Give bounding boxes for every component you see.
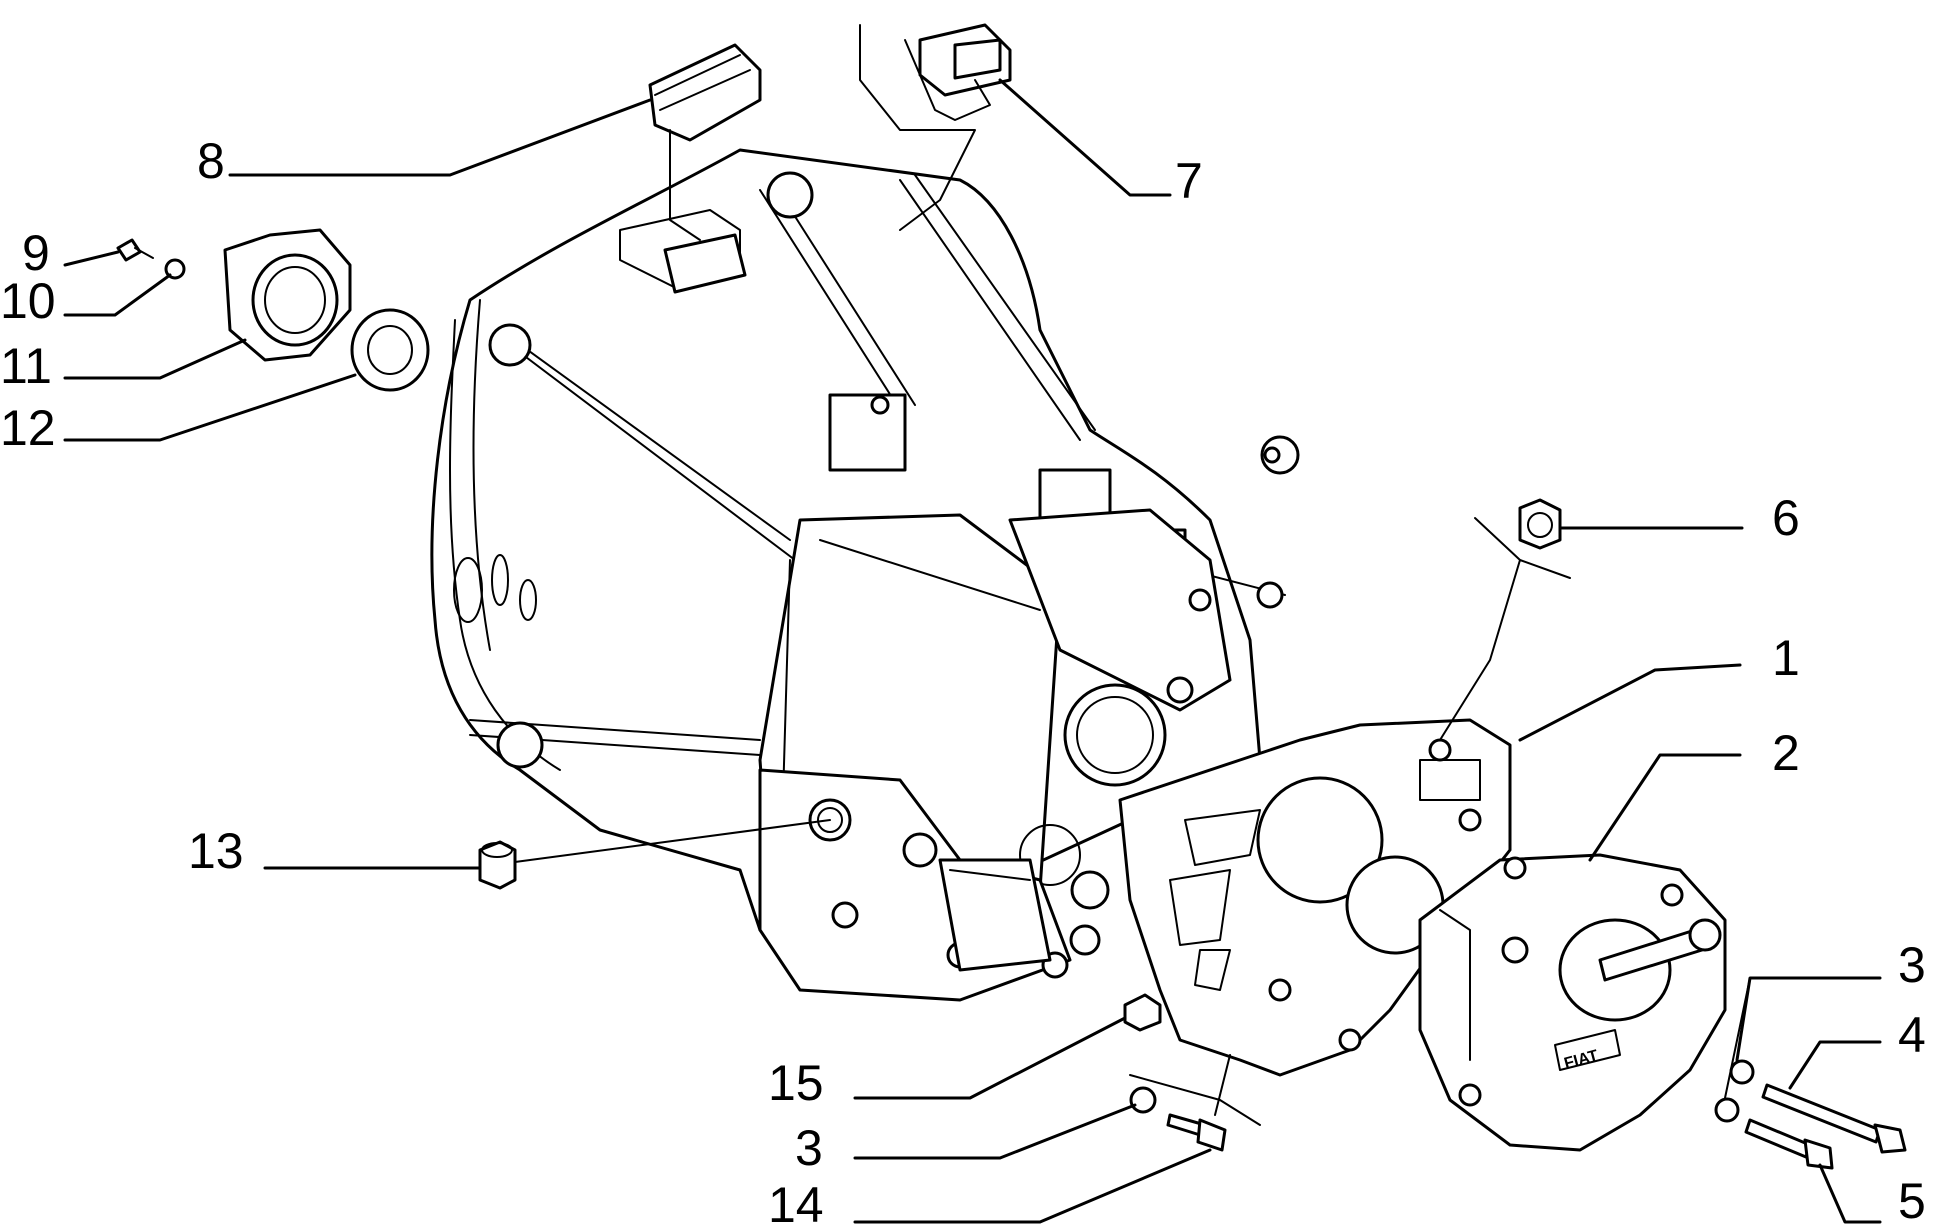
callout-10: 10 (0, 273, 56, 329)
callout-2: 2 (1772, 725, 1800, 781)
callout-7: 7 (1175, 153, 1203, 209)
washer-3-right-a (1729, 1059, 1755, 1085)
callout-1: 1 (1772, 630, 1800, 686)
bolt-5 (1744, 1118, 1834, 1170)
plug-6 (1518, 498, 1562, 550)
callout-11: 11 (0, 338, 52, 394)
callout-4: 4 (1898, 1007, 1926, 1063)
gearbox-housing (430, 148, 1300, 1002)
callout-numbers: 1 2 3 4 5 6 7 8 9 10 11 12 13 15 3 14 (0, 133, 1926, 1226)
plug-13 (478, 840, 517, 890)
oil-seal-12 (350, 308, 430, 392)
callout-5: 5 (1898, 1173, 1926, 1226)
callout-6: 6 (1772, 490, 1800, 546)
callout-3-right: 3 (1898, 937, 1926, 993)
connector-7 (904, 23, 1012, 121)
intermediate-plate (1118, 718, 1512, 1077)
bearing-support-11 (223, 228, 352, 362)
rubber-cap-8 (648, 43, 762, 142)
callout-13: 13 (188, 823, 244, 879)
bolt-14 (1166, 1113, 1227, 1152)
callout-15: 15 (768, 1055, 824, 1111)
washer-3-lower (1129, 1086, 1157, 1114)
washer-10 (164, 258, 186, 280)
callout-3-lower: 3 (795, 1120, 823, 1176)
washer-3-right-b (1714, 1097, 1740, 1123)
plug-15 (1123, 993, 1162, 1032)
bolt-4 (1761, 1083, 1907, 1154)
callout-9: 9 (22, 225, 50, 281)
callout-8: 8 (197, 133, 225, 189)
callout-14: 14 (768, 1177, 824, 1226)
screw-9 (116, 238, 154, 262)
rear-cover: FIAT (1418, 853, 1727, 1152)
leader-lines (63, 24, 1882, 1224)
callout-12: 12 (0, 400, 56, 456)
